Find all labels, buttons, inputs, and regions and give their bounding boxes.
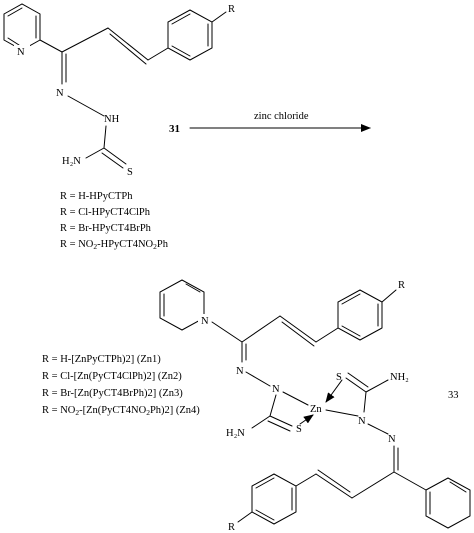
amine-label-lower: H₂N	[226, 428, 245, 439]
reagent-label: zinc chloride	[254, 111, 309, 122]
complex-legend-item-1: R = H-[ZnPyCTPh)2] (Zn1)	[42, 354, 161, 365]
coordinated-n-label-upper: N	[272, 384, 280, 395]
complex-structure: N N R N S H₂N Zn	[159, 279, 471, 533]
reaction-arrow-group: 31 zinc chloride	[169, 111, 371, 135]
imine-n-label: N	[56, 88, 64, 99]
r-label-upper: R	[398, 280, 405, 291]
pyridine-ring-lower	[425, 477, 471, 529]
zinc-label: Zn	[310, 404, 322, 415]
ligand-structure: N R N NH S H₂N	[3, 3, 235, 178]
r-label-top: R	[228, 4, 235, 15]
product-number-label: 33	[448, 390, 459, 401]
complex-legend-item-2: R = Cl-[Zn(PyCT4ClPh)2] (Zn2)	[42, 371, 182, 382]
imine-n-label-lower: N	[388, 434, 396, 445]
ligand-legend-item-4: R = NO2-HPyCT4NO2Ph	[60, 239, 169, 251]
pyridine-n-label: N	[17, 47, 25, 58]
compound-number-label: 31	[169, 123, 180, 135]
complex-legend: R = H-[ZnPyCTPh)2] (Zn1) R = Cl-[Zn(PyCT…	[42, 354, 200, 417]
r-label-lower: R	[228, 522, 235, 533]
amine-label: H₂N	[62, 156, 81, 167]
complex-legend-item-4: R = NO2-[Zn(PyCT4NO2Ph)2] (Zn4)	[42, 405, 200, 417]
sulfur-label-lower: S	[296, 424, 302, 435]
nh-label: NH	[104, 114, 120, 125]
amine-label-upper: NH₂	[390, 372, 409, 383]
sulfur-label-upper: S	[336, 372, 342, 383]
ligand-legend: R = H-HPyCTPh R = Cl-HPyCT4ClPh R = Br-H…	[60, 191, 169, 251]
pyridine-n-label-upper: N	[201, 316, 209, 327]
phenyl-ring-upper	[337, 289, 383, 341]
phenyl-ring-lower	[251, 473, 297, 525]
ligand-legend-item-1: R = H-HPyCTPh	[60, 191, 133, 202]
imine-n-label-upper: N	[236, 366, 244, 377]
coordinated-n-label-lower: N	[358, 416, 366, 427]
ligand-legend-item-3: R = Br-HPyCT4BrPh	[60, 223, 152, 234]
complex-legend-item-3: R = Br-[Zn(PyCT4BrPh)2] (Zn3)	[42, 388, 183, 399]
pyridine-ring-top	[3, 3, 41, 51]
pyridine-ring-upper	[159, 279, 205, 331]
phenyl-ring-top	[167, 9, 213, 61]
thione-s-label: S	[127, 167, 133, 178]
ligand-legend-item-2: R = Cl-HPyCT4ClPh	[60, 207, 151, 218]
